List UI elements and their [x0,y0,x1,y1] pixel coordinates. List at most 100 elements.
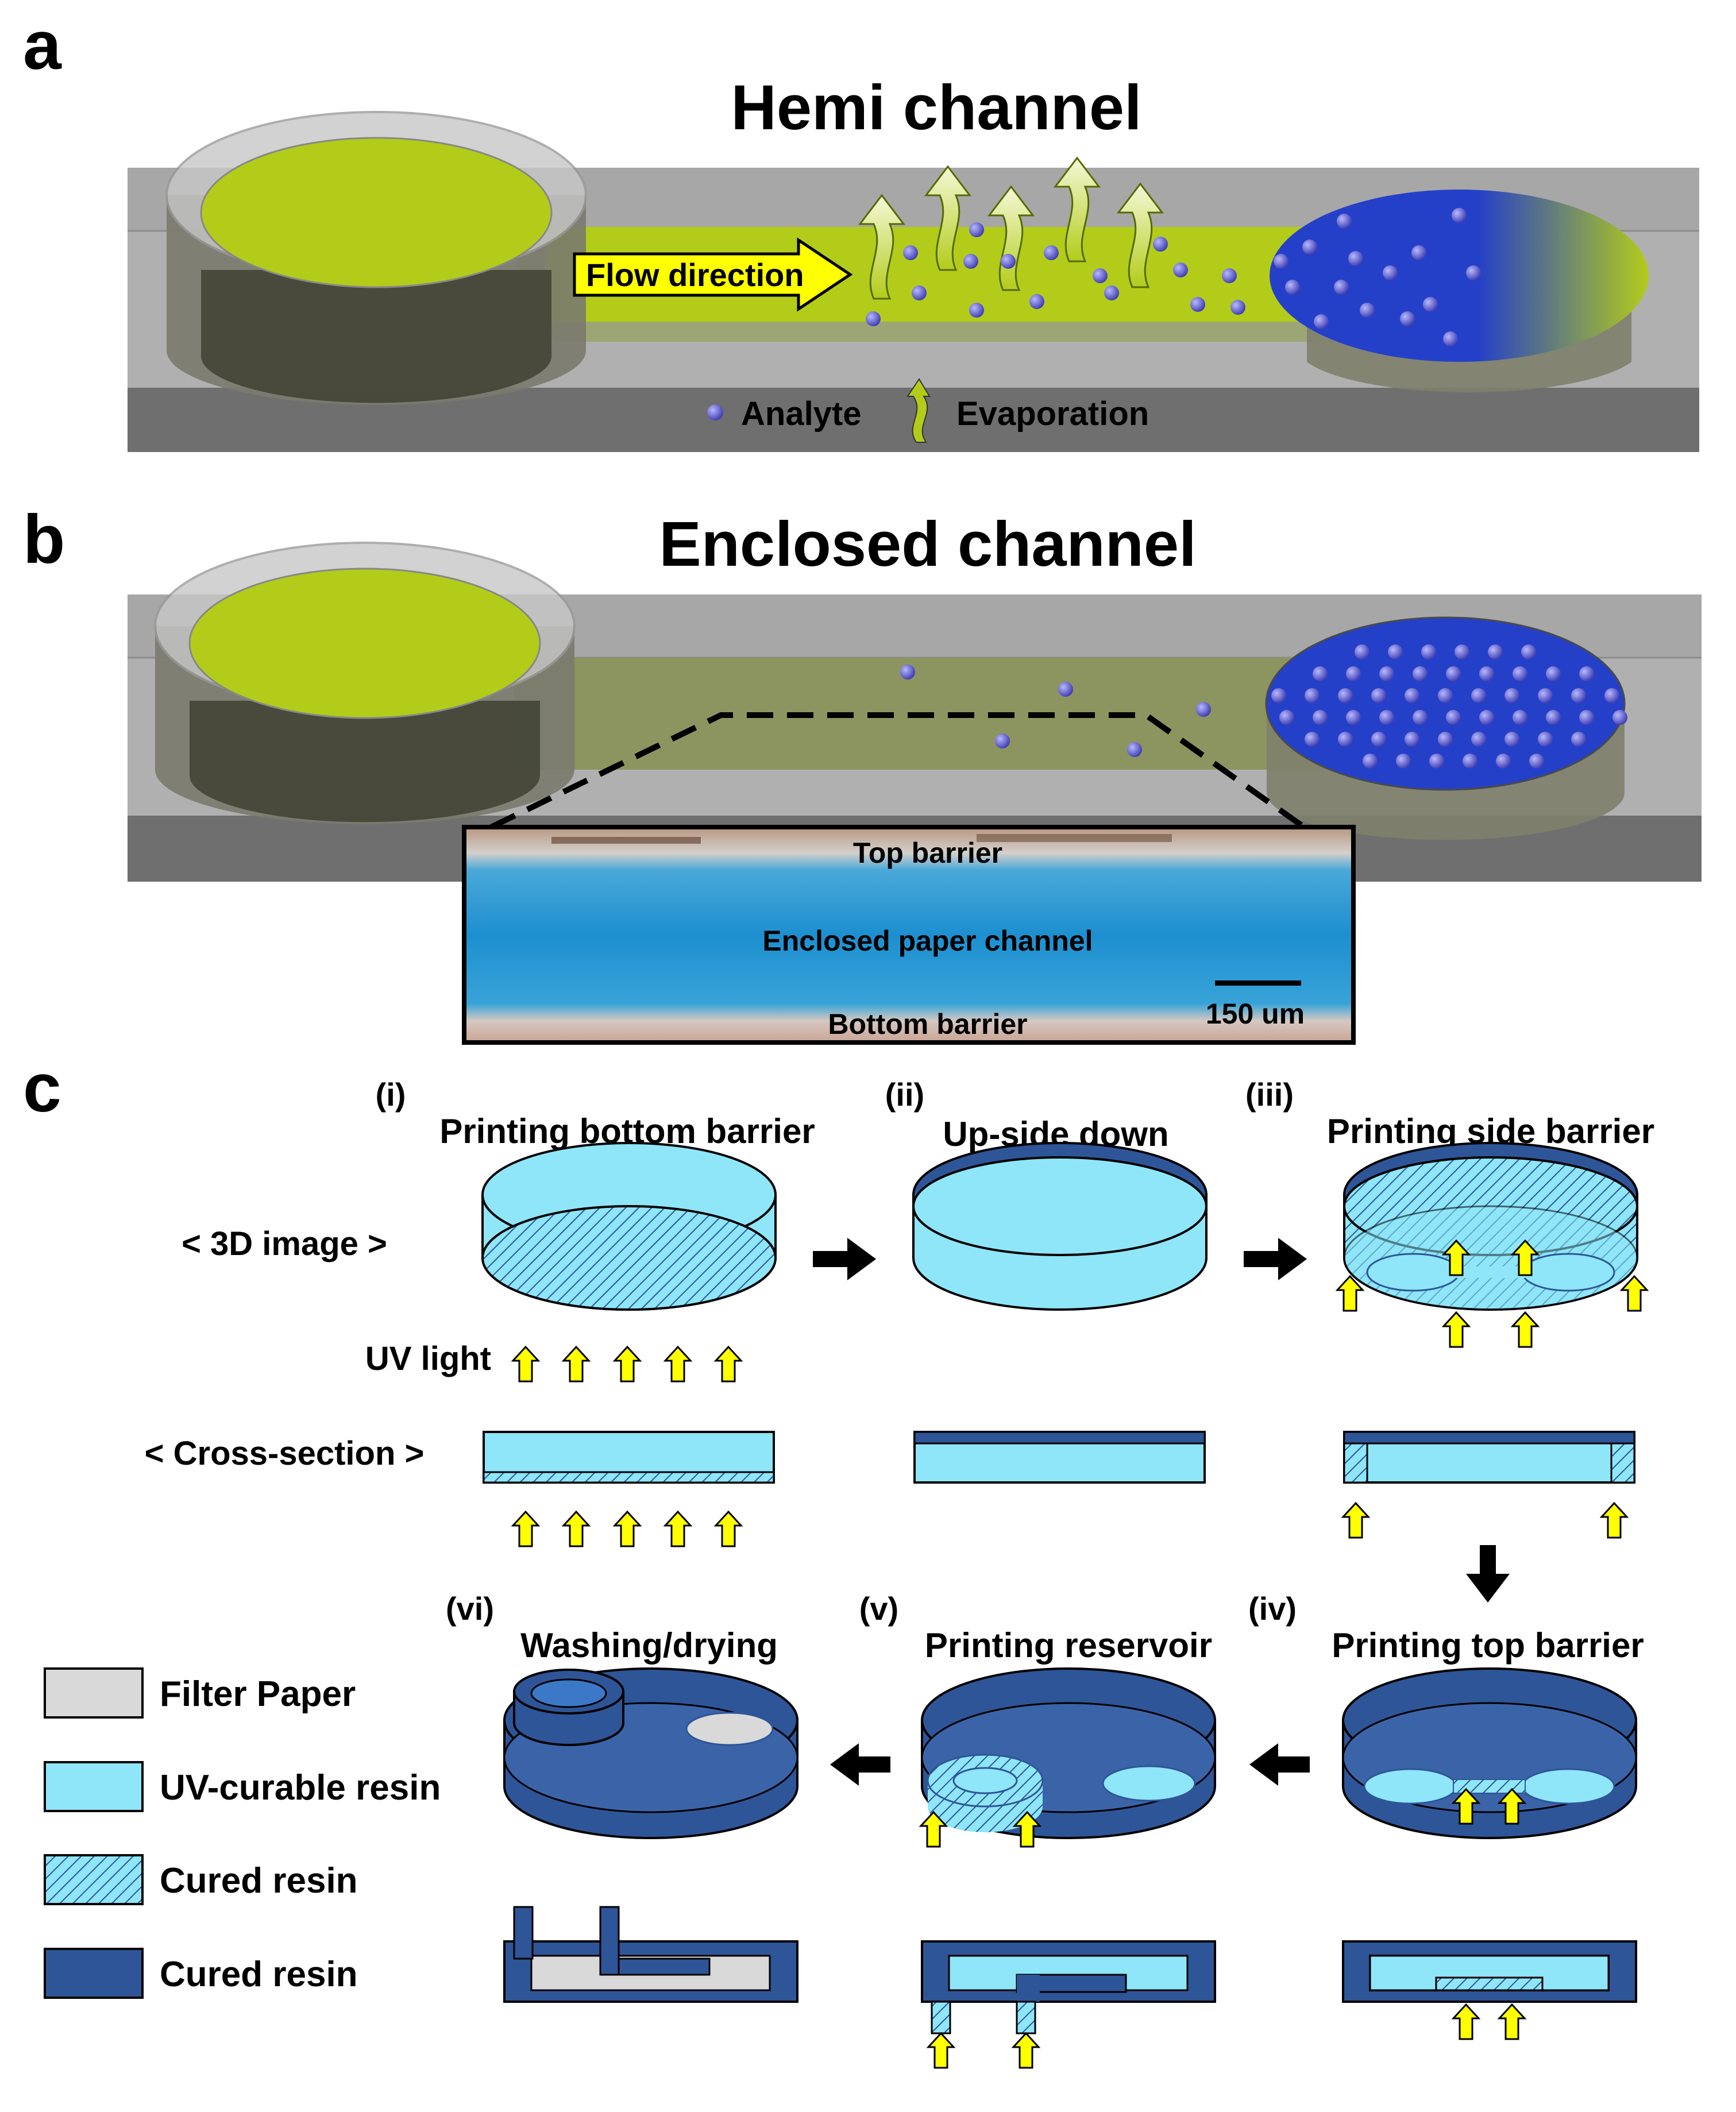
analyte-dot [1285,280,1300,295]
step-vi-3d [503,1667,798,1839]
uv-arrow [919,1810,948,1848]
process-arrows [813,1238,1510,1786]
analyte-dot [1571,688,1586,703]
analyte-dot [1346,666,1361,681]
analyte-dot [1579,666,1594,681]
bottom-barrier-label: Bottom barrier [828,1008,1027,1040]
evaporation-arrow [1053,156,1101,262]
legend-swatch-cured-solid [44,1948,144,1999]
analyte-dot [1471,688,1486,703]
analyte-dot [1338,732,1353,747]
uv-arrow [1497,2003,1527,2040]
analyte-dots-b [900,644,1627,769]
analyte-dot [1421,644,1436,659]
analyte-dot [1446,666,1461,681]
analyte-dot [1546,666,1561,681]
analyte-dot [1466,265,1481,280]
panel-a-title: Hemi channel [731,72,1141,143]
uv-arrow [663,1345,693,1383]
left-reservoir-liquid [200,137,553,288]
panel-letter-b: b [23,501,65,578]
analyte-dot [1383,265,1398,280]
analyte-dot [1521,644,1536,659]
uv-arrow [1441,1311,1471,1348]
analyte-dot [1513,710,1527,725]
analyte-dot [1504,732,1519,747]
analyte-dot [1271,688,1286,703]
right-reservoir-b [1265,616,1626,840]
analyte-dot [1313,710,1328,725]
arrow-iv-to-v [1249,1743,1310,1786]
analyte-dot [1479,710,1494,725]
analyte-dot [1529,754,1544,769]
analyte-dot [1127,742,1142,757]
analyte-dot [900,665,915,679]
analyte-dot [1612,710,1627,725]
step-iii-cross-section [1343,1431,1635,1484]
step-vi-cross-section [503,1906,798,2003]
arrow-i-to-ii [813,1238,876,1280]
analyte-dot [1302,240,1317,254]
analyte-dot [1488,644,1503,659]
analyte-dot [1463,754,1477,769]
legend-swatch-uv-resin [44,1761,144,1812]
uv-arrow [1012,1810,1042,1848]
panel-a: a Hemi channel Flow direction [23,7,1699,452]
step-vi-title: Washing/drying [520,1626,778,1665]
analyte-dot [1058,682,1073,697]
analyte-dot [1443,331,1458,346]
analyte-dot [969,303,984,318]
panel-b: b Enclosed channel Top barrier Enclosed … [23,501,1702,1045]
analyte-dot [1413,666,1428,681]
analyte-dot [1222,268,1237,283]
scale-bar-label: 150 um [1206,998,1305,1030]
arrow-ii-to-iii [1244,1238,1307,1280]
legend-swatch-cured-hatched [44,1854,144,1905]
uv-arrow [713,1345,743,1383]
analyte-dot [1348,251,1363,266]
evaporation-arrow [924,165,972,271]
analyte-dot [1371,732,1386,747]
legend-label-filter-paper: Filter Paper [160,1674,356,1714]
analyte-dot [1579,710,1594,725]
analyte-dot [1093,268,1108,283]
flow-direction-label: Flow direction [586,257,804,293]
panel-a-legend: Analyte Evaporation [707,378,1149,443]
analyte-dot [1274,254,1289,269]
legend-swatch-filter-paper [44,1667,144,1719]
panel-b-title: Enclosed channel [659,509,1196,580]
analyte-dot [1396,754,1411,769]
step-i-3d [481,1142,777,1311]
step-iv-3d [1342,1667,1637,1839]
panel-letter-c: c [23,1049,61,1126]
analyte-dot [969,222,984,237]
analyte-dot [1429,754,1444,769]
evaporation-arrows [858,156,1164,300]
step-i-cross-section [483,1431,775,1484]
step-ii-cross-section [913,1431,1206,1484]
analyte-dot [1405,732,1419,747]
uv-arrow [1510,1311,1540,1348]
row-label-cross-section: < Cross-section > [145,1435,425,1472]
step-v-cross-section [921,1940,1216,2034]
analyte-dot [1044,245,1059,260]
evaporation-arrow [1116,182,1164,288]
analyte-dot [866,311,881,326]
analyte-dot [1346,710,1361,725]
zoom-lines [489,712,1306,830]
legend-label-cured-hatched: Cured resin [160,1861,358,1901]
step-v-3d [921,1667,1216,1839]
analyte-dot [1446,710,1461,725]
analyte-dot [1371,688,1386,703]
analyte-dot [1400,311,1415,326]
row-label-3d-image: < 3D image > [182,1225,387,1262]
step-iii-number: (iii) [1245,1076,1294,1113]
analyte-dot [1413,710,1428,725]
analyte-dot [1355,644,1369,659]
analyte-dot [1029,294,1044,309]
uv-arrow [1619,1275,1649,1312]
analyte-dot [1279,710,1294,725]
right-reservoir [1270,190,1649,393]
uv-arrow [1451,2003,1481,2040]
analyte-dot [1455,644,1469,659]
